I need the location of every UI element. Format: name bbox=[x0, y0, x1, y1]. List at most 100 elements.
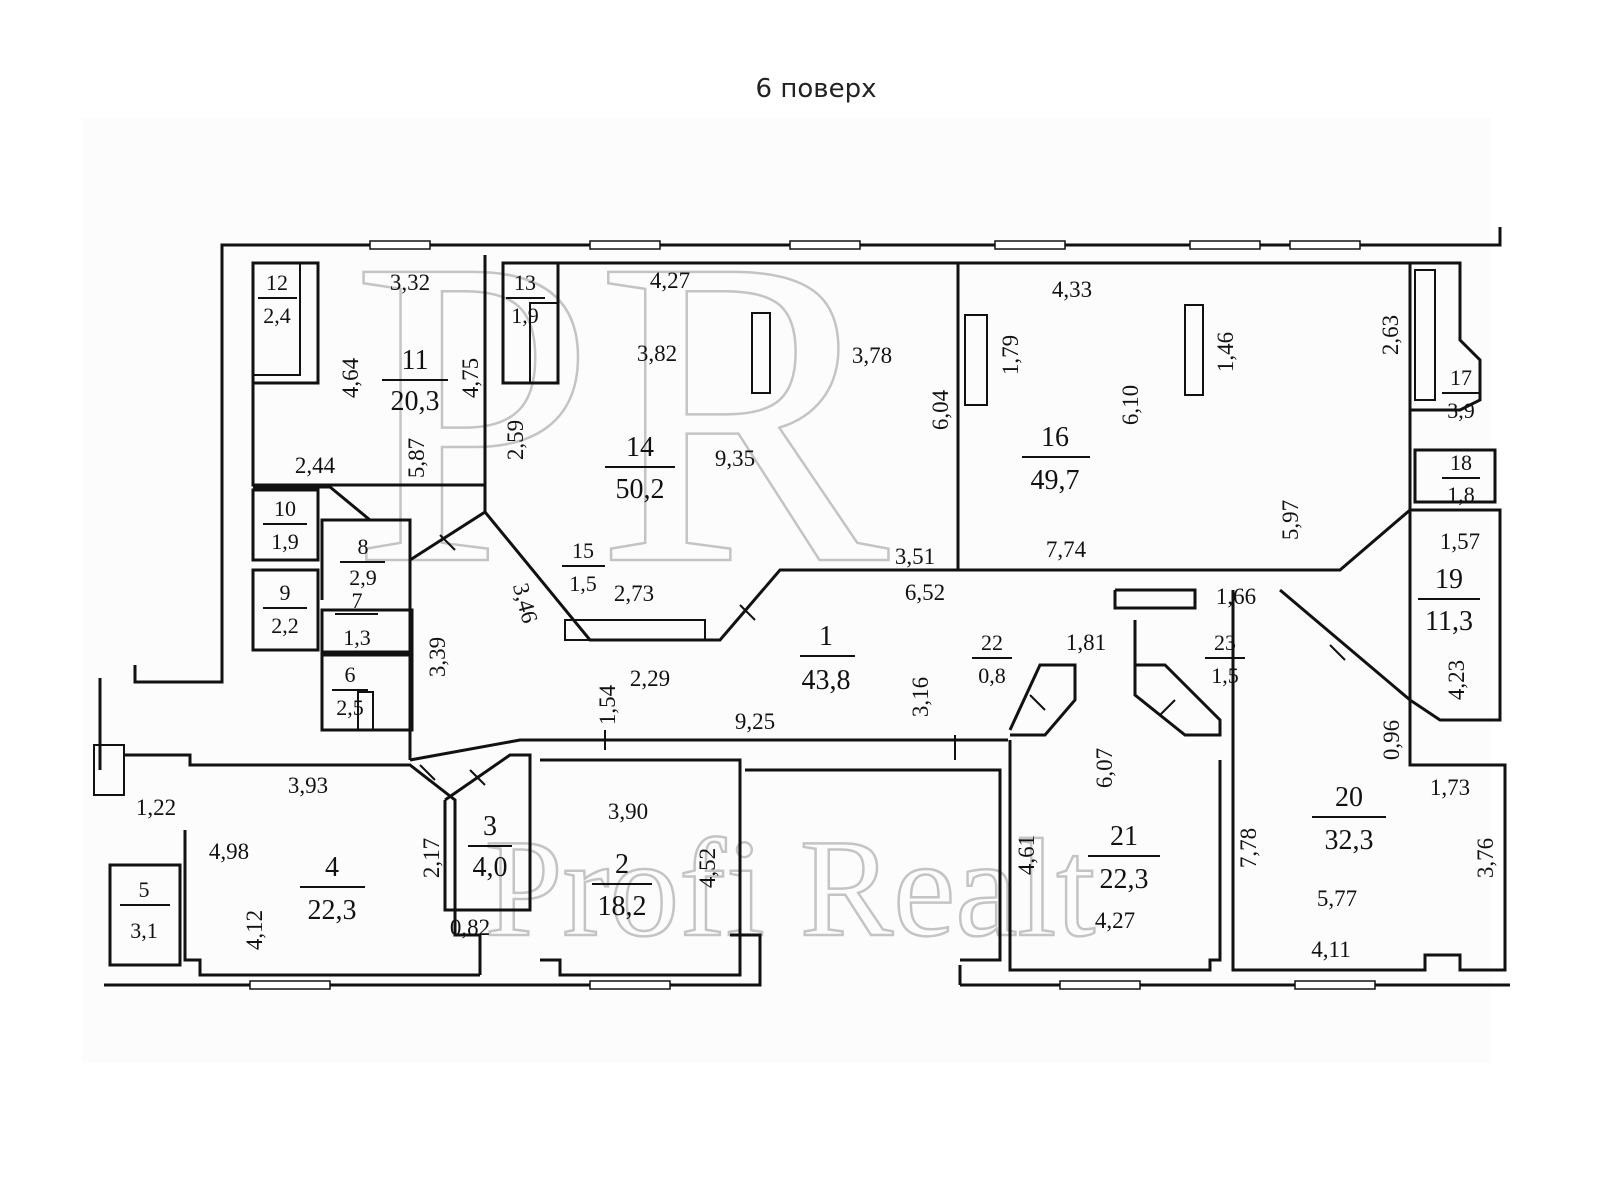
room-area: 1,9 bbox=[511, 303, 539, 328]
dimension-label: 4,23 bbox=[1444, 660, 1469, 700]
room-label-12: 12 2,4 bbox=[258, 270, 297, 328]
room-label-18: 18 1,8 bbox=[1442, 450, 1480, 507]
dimension-labels: 3,32 4,64 4,75 2,44 5,87 2,59 4,27 3,82 … bbox=[136, 268, 1498, 962]
dimension-label: 4,75 bbox=[458, 358, 483, 398]
window bbox=[589, 980, 671, 990]
room-area: 1,8 bbox=[1447, 482, 1475, 507]
room-18-wall bbox=[1413, 448, 1497, 504]
room-label-22: 22 0,8 bbox=[972, 630, 1012, 688]
dimension-label: 3,90 bbox=[608, 799, 648, 824]
dimension-label: 4,11 bbox=[1311, 937, 1350, 962]
room-16-pier bbox=[964, 314, 988, 406]
room-area: 2,9 bbox=[349, 565, 377, 590]
room-label-6: 6 2,5 bbox=[332, 662, 368, 720]
room-14-column bbox=[751, 312, 771, 394]
room-number: 5 bbox=[139, 877, 150, 902]
room-area: 1,5 bbox=[1211, 663, 1239, 688]
room-2-wall bbox=[540, 758, 742, 977]
dimension-label: 4,64 bbox=[338, 357, 363, 398]
door-mark bbox=[1159, 699, 1176, 716]
dimension-label: 1,54 bbox=[595, 684, 620, 725]
room-number: 13 bbox=[514, 270, 536, 295]
dimension-label: 1,73 bbox=[1430, 775, 1470, 800]
room-6-fixture bbox=[357, 691, 374, 731]
dimension-label: 1,66 bbox=[1216, 584, 1256, 609]
room-area: 3,1 bbox=[130, 918, 158, 943]
dimension-label: 2,59 bbox=[503, 420, 528, 460]
room-area: 1,5 bbox=[569, 571, 597, 596]
dimension-label: 5,77 bbox=[1317, 886, 1357, 911]
room-9-wall bbox=[251, 568, 320, 652]
dimension-label: 5,87 bbox=[404, 438, 429, 478]
room-label-3: 3 4,0 bbox=[468, 811, 512, 883]
room-3-wall bbox=[443, 753, 532, 912]
room-label-14: 14 50,2 bbox=[605, 432, 675, 505]
dimension-label: 1,81 bbox=[1066, 630, 1106, 655]
room-label-9: 9 2,2 bbox=[263, 580, 307, 638]
room-area: 32,3 bbox=[1325, 825, 1374, 856]
room-area: 49,7 bbox=[1031, 465, 1080, 496]
room-number: 8 bbox=[358, 534, 369, 559]
dimension-label: 6,52 bbox=[905, 580, 945, 605]
window bbox=[789, 240, 861, 250]
room-number: 21 bbox=[1110, 821, 1138, 852]
room-number: 7 bbox=[352, 588, 363, 613]
door-mark bbox=[469, 769, 486, 786]
window bbox=[589, 240, 661, 250]
room-label-23: 23 1,5 bbox=[1205, 630, 1245, 688]
room-number: 20 bbox=[1335, 782, 1363, 813]
dimension-label: 2,63 bbox=[1378, 315, 1403, 355]
dimension-label: 3,51 bbox=[895, 544, 935, 569]
window bbox=[1294, 980, 1376, 990]
room-20-wall bbox=[1231, 588, 1507, 972]
dimension-label: 6,04 bbox=[928, 389, 953, 430]
dimension-label: 9,35 bbox=[715, 446, 755, 471]
room-area: 2,5 bbox=[336, 695, 364, 720]
corridor-bottom-wall bbox=[409, 738, 1008, 762]
door-mark bbox=[439, 534, 456, 551]
room-label-7: 7 1,3 bbox=[335, 588, 378, 650]
room-label-20: 20 32,3 bbox=[1312, 782, 1386, 856]
room-4-wall bbox=[125, 753, 482, 975]
room-number: 19 bbox=[1435, 564, 1463, 595]
dimension-label: 3,16 bbox=[908, 677, 933, 717]
dimension-label: 2,73 bbox=[614, 581, 654, 606]
dimension-label: 0,82 bbox=[450, 915, 490, 940]
room-label-16: 16 49,7 bbox=[1022, 422, 1090, 496]
dimension-label: 4,61 bbox=[1014, 835, 1039, 875]
dimension-label: 0,96 bbox=[1379, 720, 1404, 760]
room-13-shaft bbox=[529, 302, 559, 384]
room-label-8: 8 2,9 bbox=[340, 534, 385, 590]
room-5-wall bbox=[108, 863, 182, 967]
dimension-label: 2,29 bbox=[630, 666, 670, 691]
room-number: 4 bbox=[325, 852, 339, 883]
room-number: 15 bbox=[572, 538, 594, 563]
room-number: 22 bbox=[981, 630, 1003, 655]
room-area: 22,3 bbox=[1100, 864, 1149, 895]
room-number: 23 bbox=[1214, 630, 1236, 655]
room-label-19: 19 11,3 bbox=[1418, 564, 1480, 637]
room-number: 2 bbox=[615, 849, 629, 880]
room-number: 3 bbox=[483, 811, 497, 842]
floor-title: 6 поверх bbox=[756, 74, 877, 104]
dimension-label: 3,82 bbox=[637, 341, 677, 366]
room-number: 11 bbox=[402, 345, 429, 376]
room-number: 17 bbox=[1450, 365, 1472, 390]
room-area: 1,9 bbox=[271, 529, 299, 554]
door-mark bbox=[1029, 694, 1046, 711]
dimension-label: 4,33 bbox=[1052, 277, 1092, 302]
room-number: 6 bbox=[345, 662, 356, 687]
room-labels: 1 43,8 2 18,2 3 4,0 4 22,3 5 3,1 bbox=[120, 270, 1480, 943]
window bbox=[249, 980, 331, 990]
room-number: 16 bbox=[1041, 422, 1069, 453]
dimension-label: 6,10 bbox=[1118, 385, 1143, 425]
door-mark bbox=[1329, 644, 1346, 661]
room-area: 2,2 bbox=[271, 613, 299, 638]
dimension-label: 9,25 bbox=[735, 709, 775, 734]
dimension-label: 4,12 bbox=[242, 910, 267, 950]
stair-landing bbox=[93, 744, 125, 796]
room-area: 18,2 bbox=[598, 891, 647, 922]
room-area: 20,3 bbox=[391, 386, 440, 417]
room-area: 4,0 bbox=[473, 852, 508, 883]
